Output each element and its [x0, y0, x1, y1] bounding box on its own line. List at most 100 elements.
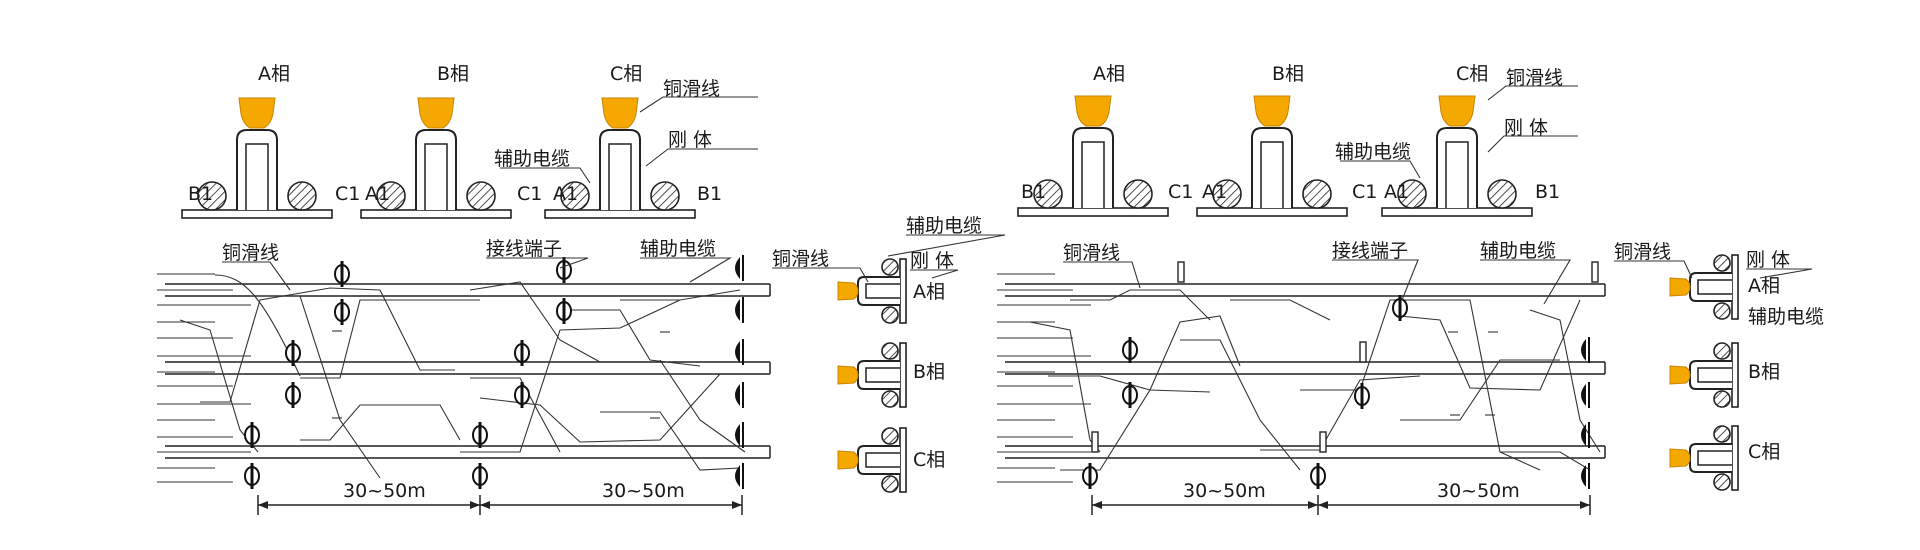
section-6-right-cable: B1: [1535, 181, 1560, 203]
right-plan-terminal-label: 接线端子: [1332, 240, 1408, 262]
copper-wire-icon: [837, 281, 859, 301]
rigid-body-inner: [865, 452, 900, 468]
cable-route-11: [600, 411, 741, 471]
end-clamp-icon: [735, 257, 740, 279]
section-r-copper-wire-label: 铜滑线: [1506, 67, 1563, 89]
rigid-body: [1689, 272, 1732, 302]
cable-route-10: [560, 309, 701, 367]
left-side-unit-b: [837, 342, 907, 408]
cross-section-6: [1381, 95, 1533, 217]
left-plan-copper-label: 铜滑线: [222, 242, 279, 264]
left-plan-view: [157, 255, 771, 515]
section-4-phase-label: A相: [1093, 63, 1125, 85]
base-plate: [1017, 207, 1169, 217]
rigid-body-inner: [1260, 141, 1284, 208]
cross-section-4: [1017, 95, 1169, 217]
right-plan-aux-label: 辅助电缆: [1480, 240, 1556, 262]
side-views: [837, 254, 1739, 493]
right-side-unit-b: [1669, 342, 1739, 408]
rigid-body: [857, 276, 900, 306]
aux-cable-icon: [881, 258, 899, 276]
post-1: [1591, 261, 1599, 283]
dimension-arrow-3: [1580, 501, 1590, 509]
aux-cable-icon: [881, 475, 899, 493]
aux-cable-icon: [1713, 390, 1731, 408]
cable-route-7: [470, 377, 561, 453]
cable-route-8: [460, 299, 681, 453]
cable-route-12: [620, 289, 741, 301]
cable-route-12: [1500, 451, 1591, 471]
end-clamp-icon: [1581, 384, 1586, 406]
right-side-rigid-label: 刚 体: [1746, 249, 1790, 271]
rigid-body: [1689, 360, 1732, 390]
labels: A相 B相 C相 铜滑线 刚 体 辅助电缆 B1 C1 A1 C1 A1 B1 …: [188, 63, 1824, 502]
left-side-phase-a: A相: [913, 281, 945, 303]
copper-wire-icon: [1438, 95, 1476, 127]
right-plan-dim-1: 30~50m: [1183, 480, 1266, 502]
copper-wire-icon: [601, 97, 639, 129]
copper-wire-icon: [1074, 95, 1112, 127]
rigid-body: [857, 360, 900, 390]
right-side-unit-a: [1669, 254, 1739, 320]
rigid-body: [415, 129, 457, 210]
left-side-unit-a: [837, 258, 907, 324]
end-clamp-icon: [1581, 465, 1586, 487]
cable-route-7: [1300, 299, 1460, 391]
copper-wire-icon: [1669, 365, 1691, 385]
section-3-right-cable: B1: [697, 183, 722, 205]
section-5-phase-label: B相: [1272, 63, 1304, 85]
section-2-phase-label: B相: [437, 63, 469, 85]
aux-cable-icon: [881, 390, 899, 408]
section-4-right-cable: C1: [1168, 181, 1193, 203]
base-plate: [360, 209, 512, 219]
rigid-body: [236, 129, 278, 210]
cross-sections: [181, 95, 1533, 219]
aux-cable-right-icon: [466, 181, 496, 211]
right-plan-dim-2: 30~50m: [1437, 480, 1520, 502]
section-3-phase-label: C相: [610, 63, 642, 85]
left-plan-dim-2: 30~50m: [602, 480, 685, 502]
dimension-arrow-2: [1318, 501, 1328, 509]
rigid-body-inner: [1697, 450, 1732, 466]
section-rigid-body-label: 刚 体: [668, 129, 712, 151]
cross-section-5: [1196, 95, 1348, 217]
aux-cable-icon: [1713, 254, 1731, 272]
rigid-body-inner: [1445, 141, 1469, 208]
cable-route-1: [1070, 289, 1211, 321]
copper-wire-icon: [1669, 448, 1691, 468]
mount-plate: [899, 342, 907, 408]
section-aux-cable-label: 辅助电缆: [494, 148, 570, 170]
rigid-body: [1072, 127, 1114, 208]
copper-wire-icon: [238, 97, 276, 129]
cross-section-3: [544, 97, 696, 219]
cable-route-3: [300, 299, 480, 379]
rigid-body-inner: [608, 143, 632, 210]
end-clamp-icon: [735, 384, 740, 406]
section-3-left-cable: A1: [553, 183, 578, 205]
left-side-unit-c: [837, 427, 907, 493]
aux-cable-right-icon: [1123, 179, 1153, 209]
section-4-left-cable: B1: [1021, 181, 1046, 203]
cable-route-0: [1029, 321, 1101, 453]
left-plan-dim-1: 30~50m: [343, 480, 426, 502]
right-side-phase-c: C相: [1748, 441, 1780, 463]
right-side-phase-b: B相: [1748, 361, 1780, 383]
mount-plate: [1731, 254, 1739, 320]
end-clamp-icon: [735, 424, 740, 446]
cable-route-6: [469, 281, 601, 363]
copper-wire-icon: [417, 97, 455, 129]
section-6-phase-label: C相: [1456, 63, 1488, 85]
right-side-copper-label: 铜滑线: [1614, 241, 1671, 263]
leader-lines: [222, 85, 1813, 305]
aux-cable-left-icon: [1033, 179, 1063, 209]
base-plate: [1381, 207, 1533, 217]
right-plan-copper-label: 铜滑线: [1063, 242, 1120, 264]
rigid-body: [1689, 443, 1732, 473]
copper-wire-icon: [837, 450, 859, 470]
mount-plate: [899, 427, 907, 493]
aux-cable-right-icon: [1487, 179, 1517, 209]
end-clamp-icon: [735, 341, 740, 363]
aux-cable-icon: [1713, 425, 1731, 443]
rigid-body-inner: [245, 143, 269, 210]
mount-plate: [1731, 342, 1739, 408]
